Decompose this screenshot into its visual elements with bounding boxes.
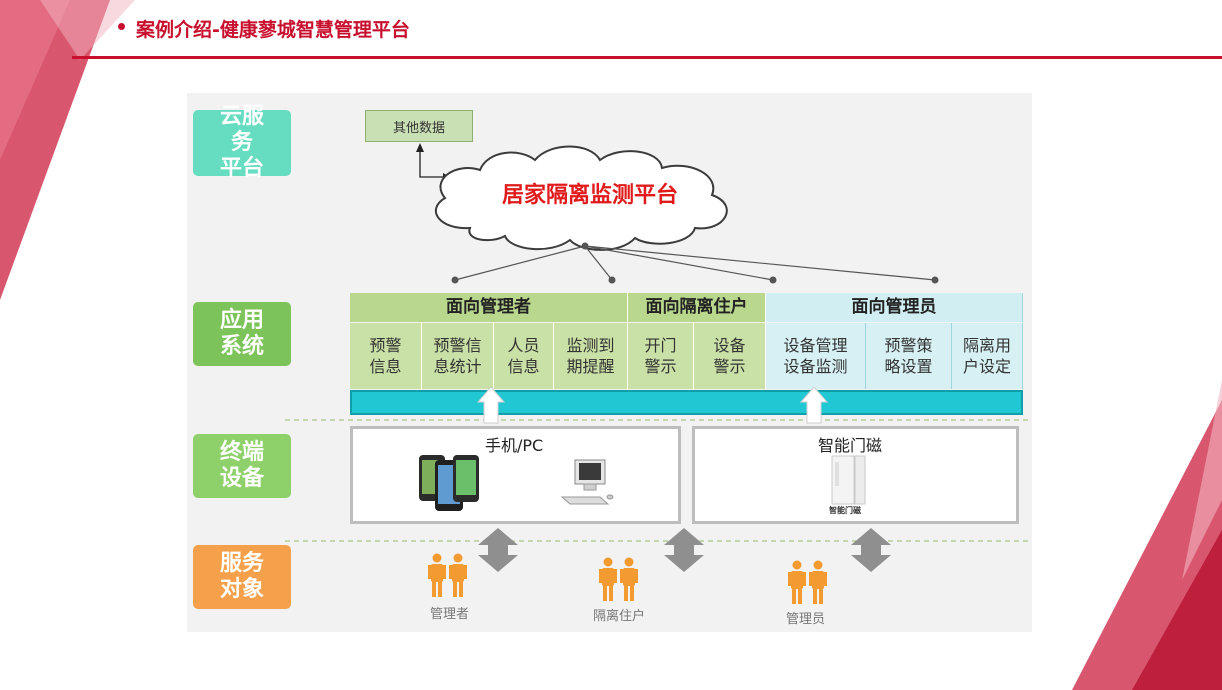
cloud-platform-title: 居家隔离监测平台	[501, 183, 678, 208]
service-target-resident: 隔离住户	[593, 609, 646, 624]
module-door-open-alert: 开门警示	[628, 323, 694, 389]
label-line: 终端	[219, 440, 264, 465]
group-header-manager: 面向管理者	[350, 293, 628, 322]
service-target-manager: 管理者	[430, 607, 470, 622]
module-warning-info: 预警信息	[350, 323, 422, 389]
module-line: 信息	[369, 357, 402, 376]
double-arrow-icon	[478, 528, 891, 572]
label-terminal-device: 终端设备	[193, 434, 291, 498]
phone-icon	[419, 455, 479, 511]
group-header-resident: 面向隔离住户	[628, 293, 766, 322]
page-title: 案例介绍-健康蓼城智慧管理平台	[136, 19, 410, 41]
label-cloud-platform: 云服务平台	[193, 104, 291, 181]
module-line: 预警策	[884, 336, 933, 355]
module-device-management: 设备管理设备监测	[766, 323, 866, 389]
module-warning-stats: 预警信息统计	[422, 323, 494, 389]
cloud-icon	[434, 145, 728, 251]
module-line: 信息	[507, 357, 540, 376]
service-target-admin: 管理员	[786, 612, 826, 627]
module-user-setup: 隔离用户设定	[952, 323, 1023, 389]
group-header-admin: 面向管理员	[766, 293, 1023, 322]
module-line: 息统计	[433, 357, 482, 376]
module-device-alert: 设备警示	[694, 323, 766, 389]
corner-decoration-top-left	[0, 0, 135, 300]
module-line: 略设置	[884, 357, 933, 376]
pc-icon	[560, 459, 614, 505]
module-line: 预警	[369, 336, 402, 355]
module-line: 开门	[644, 336, 677, 355]
header-bullet	[118, 23, 125, 30]
module-line: 监测到	[566, 336, 615, 355]
module-line: 设备管理	[783, 336, 848, 355]
module-line: 预警信	[433, 336, 482, 355]
module-personnel-info: 人员信息	[494, 323, 554, 389]
label-application-system: 应用系统	[193, 302, 291, 366]
module-line: 隔离用	[962, 336, 1011, 355]
module-line: 警示	[713, 357, 746, 376]
module-line: 警示	[644, 357, 677, 376]
device-title-phone-pc: 手机/PC	[485, 436, 544, 455]
device-box-phone-pc	[350, 426, 681, 524]
label-line: 系统	[219, 334, 264, 359]
label-line: 应用	[219, 308, 264, 333]
label-line: 对象	[219, 577, 264, 602]
door-sensor-caption: 智能门磁	[829, 506, 861, 515]
data-bus-bar	[350, 390, 1023, 415]
label-line: 平台	[219, 156, 264, 181]
module-line: 户设定	[962, 357, 1011, 376]
label-service-target: 服务对象	[193, 545, 291, 609]
module-expiry-reminder: 监测到期提醒	[554, 323, 628, 389]
label-line: 设备	[219, 466, 264, 491]
device-title-door-sensor: 智能门磁	[818, 436, 883, 455]
corner-decoration-bottom-right	[1072, 380, 1222, 690]
person-icon	[428, 553, 827, 604]
module-warning-policy: 预警策略设置	[866, 323, 952, 389]
module-line: 设备监测	[783, 357, 848, 376]
label-line: 云服务	[219, 104, 264, 155]
label-line: 服务	[219, 551, 264, 576]
other-data-box: 其他数据	[365, 110, 473, 142]
up-arrow-icon	[476, 386, 829, 424]
header-divider	[72, 56, 1222, 59]
door-sensor-icon	[831, 455, 866, 505]
module-line: 期提醒	[566, 357, 615, 376]
module-line: 设备	[713, 336, 746, 355]
module-line: 人员	[507, 336, 540, 355]
